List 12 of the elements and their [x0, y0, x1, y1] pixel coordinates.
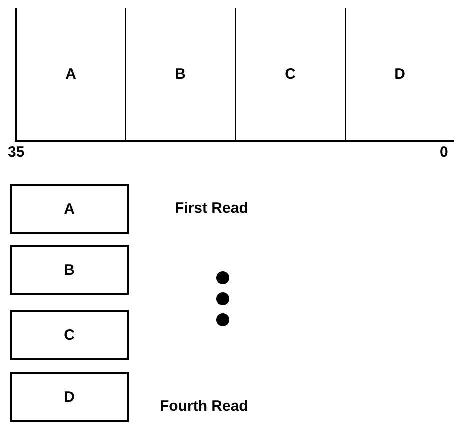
bit-number: 0 [440, 144, 448, 161]
read-box: C [10, 310, 129, 360]
bit-number: 35 [8, 144, 25, 161]
register-field: C [236, 8, 346, 142]
read-label: Fourth Read [160, 398, 248, 415]
register-field: A [15, 8, 126, 142]
register-field: B [126, 8, 236, 142]
register-field: D [346, 8, 454, 142]
read-label: First Read [175, 200, 248, 217]
read-box: B [10, 245, 129, 295]
read-box: A [10, 184, 129, 234]
read-box: D [10, 372, 129, 422]
